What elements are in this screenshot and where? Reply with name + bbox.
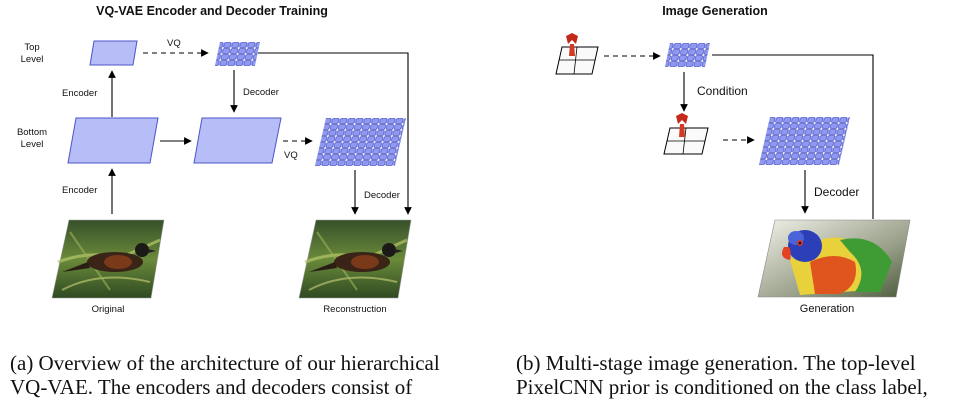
top-latent-box <box>89 40 138 66</box>
decoder-right-label: Decoder <box>814 185 859 199</box>
caption-a: (a) Overview of the architecture of our … <box>10 351 440 399</box>
vq-top-label: VQ <box>167 38 181 49</box>
caption-a-line1: (a) Overview of the architecture of our … <box>10 351 440 375</box>
condition-label: Condition <box>697 84 748 98</box>
top-grid-connector <box>258 52 412 215</box>
top-grid-to-generation-connector <box>712 54 874 219</box>
bottom-latent-box <box>67 117 159 164</box>
decoder-top-label: Decoder <box>243 87 279 98</box>
encoder-top-label: Encoder <box>62 88 97 99</box>
class-label-icon-top <box>555 33 599 75</box>
bottom-level-label-line1: Bottom <box>17 127 47 138</box>
vq-bottom-label: VQ <box>284 150 298 161</box>
original-bird-image <box>51 219 165 299</box>
top-level-label-line1: Top <box>24 42 39 53</box>
generated-parrot-image <box>757 219 911 298</box>
class-label-icon-bottom <box>663 113 709 155</box>
caption-b-line2: PixelCNN prior is conditioned on the cla… <box>516 375 928 399</box>
reconstruction-label: Reconstruction <box>323 304 386 315</box>
decoded-top-latent-box <box>193 117 282 164</box>
decoder-bottom-label: Decoder <box>364 190 400 201</box>
original-label: Original <box>92 304 125 315</box>
bottom-quantized-grid <box>314 118 406 166</box>
encoder-bottom-label: Encoder <box>62 185 97 196</box>
caption-b: (b) Multi-stage image generation. The to… <box>516 351 928 399</box>
right-panel-title: Image Generation <box>662 4 768 18</box>
generated-top-grid <box>664 43 710 67</box>
caption-a-line2: VQ-VAE. The encoders and decoders consis… <box>10 375 413 399</box>
left-panel-title: VQ-VAE Encoder and Decoder Training <box>96 4 328 18</box>
top-quantized-grid <box>214 42 260 66</box>
caption-b-line1: (b) Multi-stage image generation. The to… <box>516 351 916 375</box>
generated-bottom-grid <box>758 117 850 165</box>
bottom-level-label-line2: Level <box>21 139 44 150</box>
generation-label: Generation <box>800 303 854 315</box>
top-level-label-line2: Level <box>21 54 44 65</box>
reconstruction-bird-image <box>298 219 412 299</box>
